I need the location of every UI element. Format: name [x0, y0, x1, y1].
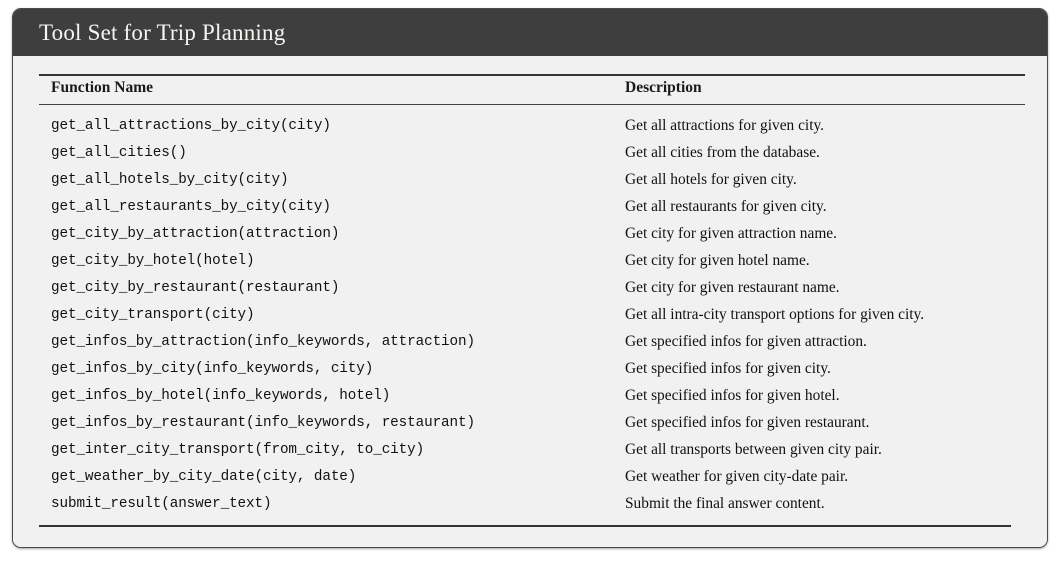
- cell-description: Get all hotels for given city.: [625, 170, 797, 188]
- cell-function-name: get_city_by_attraction(attraction): [51, 225, 340, 242]
- cell-function-name: get_all_cities(): [51, 144, 187, 161]
- table-row: get_infos_by_attraction(info_keywords, a…: [39, 328, 1025, 355]
- cell-description: Get all attractions for given city.: [625, 116, 825, 134]
- card-body: Function Name Description get_all_attrac…: [13, 56, 1047, 547]
- table-row: get_infos_by_restaurant(info_keywords, r…: [39, 409, 1025, 436]
- cell-description: Get all cities from the database.: [625, 143, 820, 161]
- cell-description: Get all transports between given city pa…: [625, 440, 882, 458]
- cell-function-name: get_infos_by_restaurant(info_keywords, r…: [51, 414, 475, 431]
- cell-description: Get city for given hotel name.: [625, 251, 810, 269]
- table-row: get_city_by_attraction(attraction) Get ci…: [39, 220, 1025, 247]
- page-title: Tool Set for Trip Planning: [39, 19, 286, 45]
- column-header-function-name: Function Name: [39, 74, 623, 105]
- cell-description: Get weather for given city-date pair.: [625, 467, 849, 485]
- cell-description: Get specified infos for given city.: [625, 359, 831, 377]
- cell-description: Get all restaurants for given city.: [625, 197, 827, 215]
- cell-function-name: get_city_transport(city): [51, 306, 255, 323]
- table-row: get_all_hotels_by_city(city) Get all hote…: [39, 166, 1025, 193]
- column-header-description: Description: [623, 74, 1025, 105]
- table-row: get_inter_city_transport(from_city, to_c…: [39, 436, 1025, 463]
- cell-description: Get all intra-city transport options for…: [625, 305, 925, 323]
- cell-function-name: submit_result(answer_text): [51, 495, 272, 512]
- cell-function-name: get_infos_by_city(info_keywords, city): [51, 360, 374, 377]
- table-row: get_weather_by_city_date(city, date) Get …: [39, 463, 1025, 490]
- table-row: get_city_transport(city) Get all intra-ci…: [39, 301, 1025, 328]
- table-header-row: Function Name Description: [39, 74, 1025, 105]
- cell-description: Get city for given restaurant name.: [625, 278, 840, 296]
- cell-function-name: get_infos_by_attraction(info_keywords, a…: [51, 333, 475, 350]
- tool-set-table: Function Name Description get_all_attrac…: [39, 74, 1025, 523]
- cell-description: Get specified infos for given attraction…: [625, 332, 867, 350]
- table-bottom-rule: [39, 525, 1011, 527]
- table-row: get_city_by_restaurant(restaurant) Get ci…: [39, 274, 1025, 301]
- table-row: get_infos_by_hotel(info_keywords, hotel)…: [39, 382, 1025, 409]
- cell-function-name: get_inter_city_transport(from_city, to_c…: [51, 441, 425, 458]
- cell-function-name: get_weather_by_city_date(city, date): [51, 468, 357, 485]
- cell-function-name: get_city_by_hotel(hotel): [51, 252, 255, 269]
- cell-function-name: get_infos_by_hotel(info_keywords, hotel): [51, 387, 391, 404]
- table-row: get_all_attractions_by_city(city) Get all…: [39, 105, 1025, 140]
- table-row: get_all_restaurants_by_city(city) Get all…: [39, 193, 1025, 220]
- tool-set-card: Tool Set for Trip Planning Function Name…: [12, 8, 1048, 548]
- table-header: Function Name Description: [39, 74, 1025, 105]
- cell-description: Get specified infos for given hotel.: [625, 386, 840, 404]
- cell-description: Submit the final answer content.: [625, 494, 825, 512]
- table-row: get_all_cities() Get all cities from the …: [39, 139, 1025, 166]
- cell-function-name: get_all_attractions_by_city(city): [51, 117, 331, 134]
- table-row: get_infos_by_city(info_keywords, city) Ge…: [39, 355, 1025, 382]
- cell-function-name: get_all_hotels_by_city(city): [51, 171, 289, 188]
- table-row: submit_result(answer_text) Submit the fin…: [39, 490, 1025, 523]
- cell-description: Get specified infos for given restaurant…: [625, 413, 870, 431]
- cell-description: Get city for given attraction name.: [625, 224, 837, 242]
- table-row: get_city_by_hotel(hotel) Get city for giv…: [39, 247, 1025, 274]
- table-body: get_all_attractions_by_city(city) Get all…: [39, 105, 1025, 524]
- card-header: Tool Set for Trip Planning: [13, 9, 1047, 56]
- cell-function-name: get_all_restaurants_by_city(city): [51, 198, 331, 215]
- cell-function-name: get_city_by_restaurant(restaurant): [51, 279, 340, 296]
